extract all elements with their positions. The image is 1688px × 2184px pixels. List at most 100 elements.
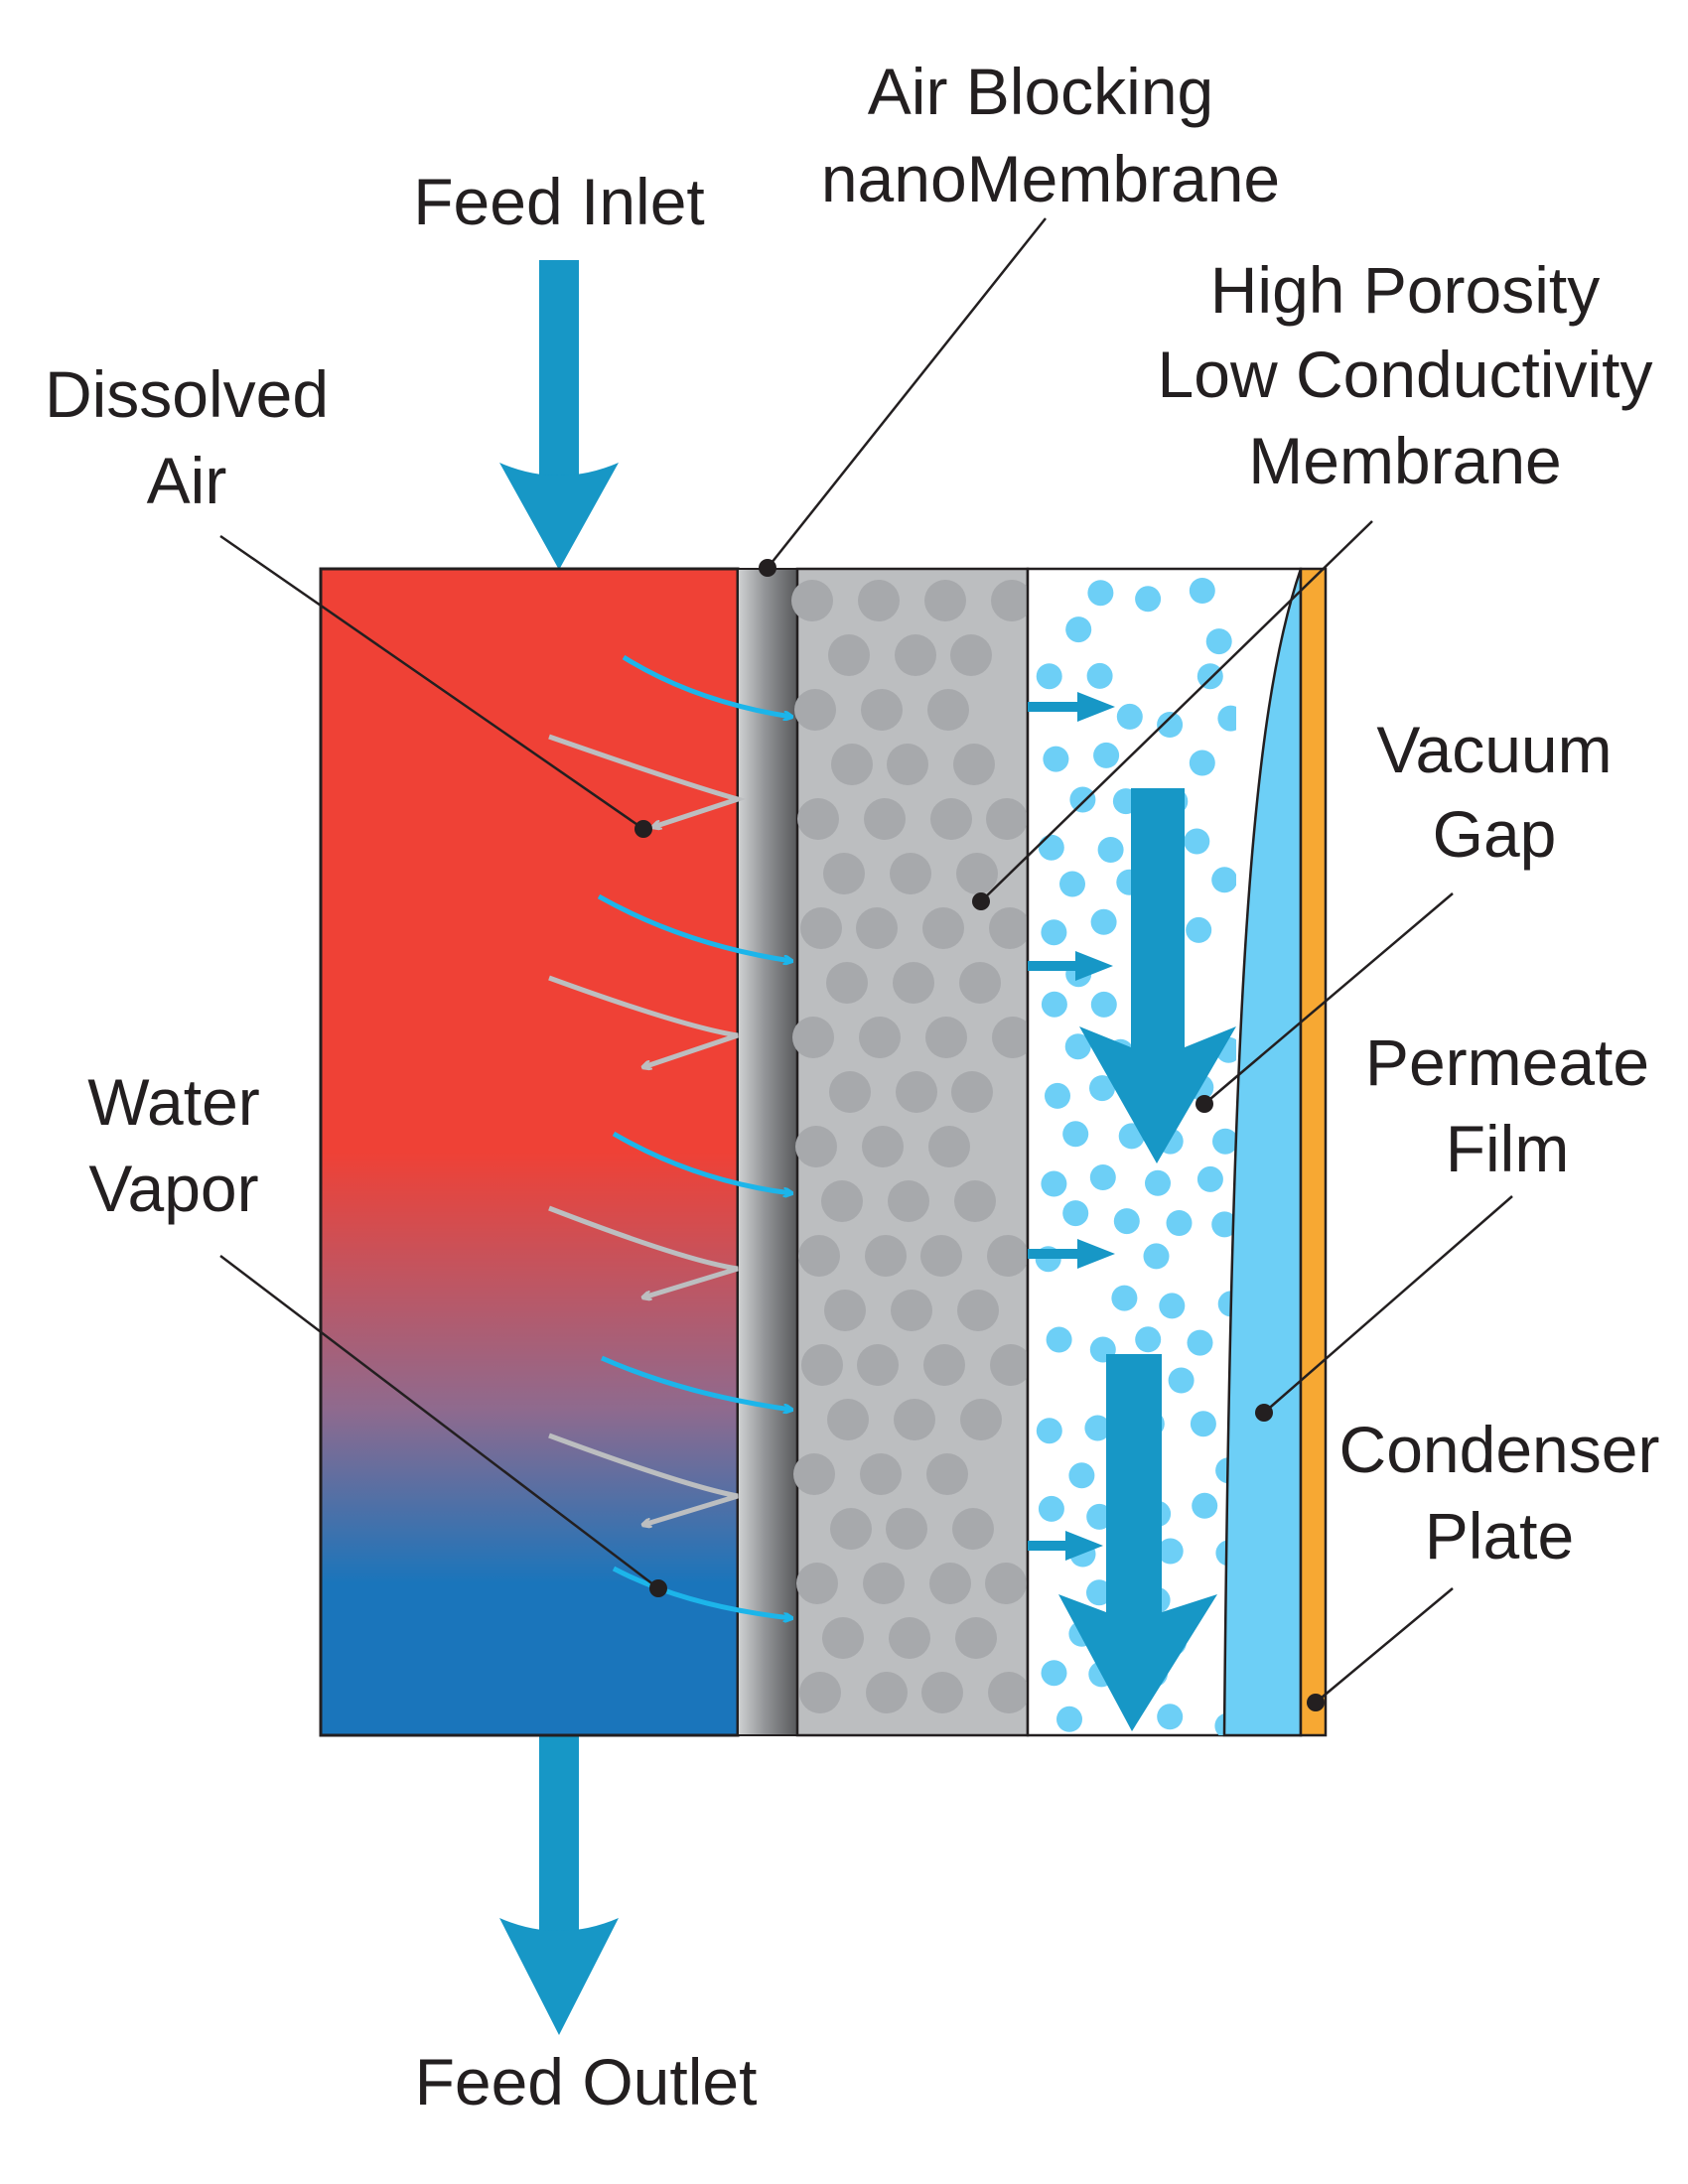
vapor-molecule [1038, 1495, 1064, 1522]
vapor-molecule [1041, 1170, 1067, 1197]
pore [890, 853, 931, 894]
pore [799, 1672, 841, 1713]
pore [822, 1617, 864, 1659]
vapor-molecule [1038, 834, 1064, 861]
pore [791, 580, 833, 621]
pore [792, 1017, 834, 1058]
svg-text:nanoMembrane: nanoMembrane [821, 142, 1280, 215]
pore [827, 1399, 869, 1440]
pore [865, 1235, 907, 1277]
pore [926, 1453, 968, 1495]
vapor-molecule [1157, 1704, 1184, 1730]
pore [795, 1126, 837, 1167]
vapor-molecule [1089, 1164, 1116, 1190]
pore [959, 962, 1001, 1004]
permeate-film-label: Permeate Film [1365, 1025, 1649, 1185]
pore [991, 580, 1033, 621]
vapor-molecule [1211, 1211, 1236, 1238]
vapor-molecule [1189, 578, 1215, 604]
pore [824, 1290, 866, 1331]
pore [929, 1563, 971, 1604]
vapor-molecule [1135, 1326, 1162, 1353]
vapor-molecule [1056, 1706, 1082, 1732]
vapor-molecule [1196, 663, 1223, 690]
vapor-molecules [1035, 578, 1236, 1735]
vapor-molecule [1089, 1075, 1115, 1102]
vapor-molecule [1189, 750, 1215, 776]
pore [925, 1017, 967, 1058]
vapor-molecule [1157, 1538, 1184, 1565]
air-blocking-nanomembrane-label: Air Blocking nanoMembrane [821, 55, 1280, 215]
pore [893, 962, 934, 1004]
gap-flow-arrows [1058, 788, 1236, 1731]
vapor-molecule [1041, 1660, 1067, 1687]
svg-text:Air: Air [147, 444, 227, 517]
feed-channel [319, 567, 740, 1737]
feed-inlet-label: Feed Inlet [413, 165, 705, 238]
svg-text:Dissolved: Dissolved [45, 357, 329, 431]
permeate-film [1222, 568, 1303, 1737]
pore [861, 689, 903, 731]
pore [831, 744, 873, 785]
pore [801, 1344, 843, 1386]
pore [864, 798, 906, 840]
vapor-molecule [1086, 1503, 1113, 1530]
vacuum-gap-label: Vacuum Gap [1376, 713, 1612, 871]
vapor-molecule [1186, 916, 1212, 943]
vapor-molecule [1087, 580, 1114, 607]
vapor-molecule [1211, 867, 1236, 893]
pore [826, 962, 868, 1004]
pore [928, 1126, 970, 1167]
vapor-molecule [1187, 1329, 1213, 1356]
pore [990, 1344, 1032, 1386]
svg-text:Water: Water [87, 1065, 260, 1139]
vapor-molecule [1166, 1210, 1193, 1236]
pore [866, 1672, 908, 1713]
pore [923, 1344, 965, 1386]
pore [921, 1672, 963, 1713]
vapor-molecule [1043, 746, 1069, 772]
pore [858, 580, 900, 621]
vapor-molecule [1086, 662, 1113, 689]
pore [821, 1180, 863, 1222]
vapor-molecule [1212, 1128, 1236, 1155]
vapor-molecule [1157, 712, 1184, 738]
pore [860, 1453, 902, 1495]
pore [924, 580, 966, 621]
vapor-molecule [1192, 1492, 1218, 1519]
pore [927, 689, 969, 731]
pore [798, 1235, 840, 1277]
pore [956, 853, 998, 894]
high-porosity-membrane-label: High Porosity Low Conductivity Membrane [1158, 253, 1653, 497]
pore [894, 1399, 935, 1440]
feed-inlet-arrow [499, 260, 619, 570]
pore [797, 798, 839, 840]
pore [953, 744, 995, 785]
vapor-molecule [1064, 1033, 1091, 1060]
pore [896, 1071, 937, 1113]
vapor-molecule [1205, 628, 1232, 655]
pore [796, 1563, 838, 1604]
vapor-molecule [1046, 1326, 1072, 1353]
vapor-molecule [1036, 663, 1062, 690]
vapor-molecule [1196, 1165, 1223, 1192]
pore [895, 634, 936, 676]
pore [856, 907, 898, 949]
vapor-molecule [1190, 1411, 1216, 1437]
pore [986, 798, 1028, 840]
vapor-molecule [1145, 1169, 1171, 1196]
vapor-molecule [1036, 1418, 1062, 1444]
vapor-molecule [1068, 1462, 1095, 1489]
pore [887, 744, 928, 785]
vapor-molecule [1168, 1367, 1195, 1394]
condenser-plate [1299, 567, 1328, 1737]
dissolved-air-arrows [548, 734, 747, 1525]
feed-outlet-arrow [499, 1735, 619, 2035]
vapor-molecule [1065, 616, 1092, 643]
membrane-pores [791, 580, 1034, 1713]
vapor-molecule [1184, 828, 1210, 855]
pore [793, 1453, 835, 1495]
vapor-molecule [1041, 919, 1067, 946]
vapor-molecule [1041, 991, 1067, 1018]
